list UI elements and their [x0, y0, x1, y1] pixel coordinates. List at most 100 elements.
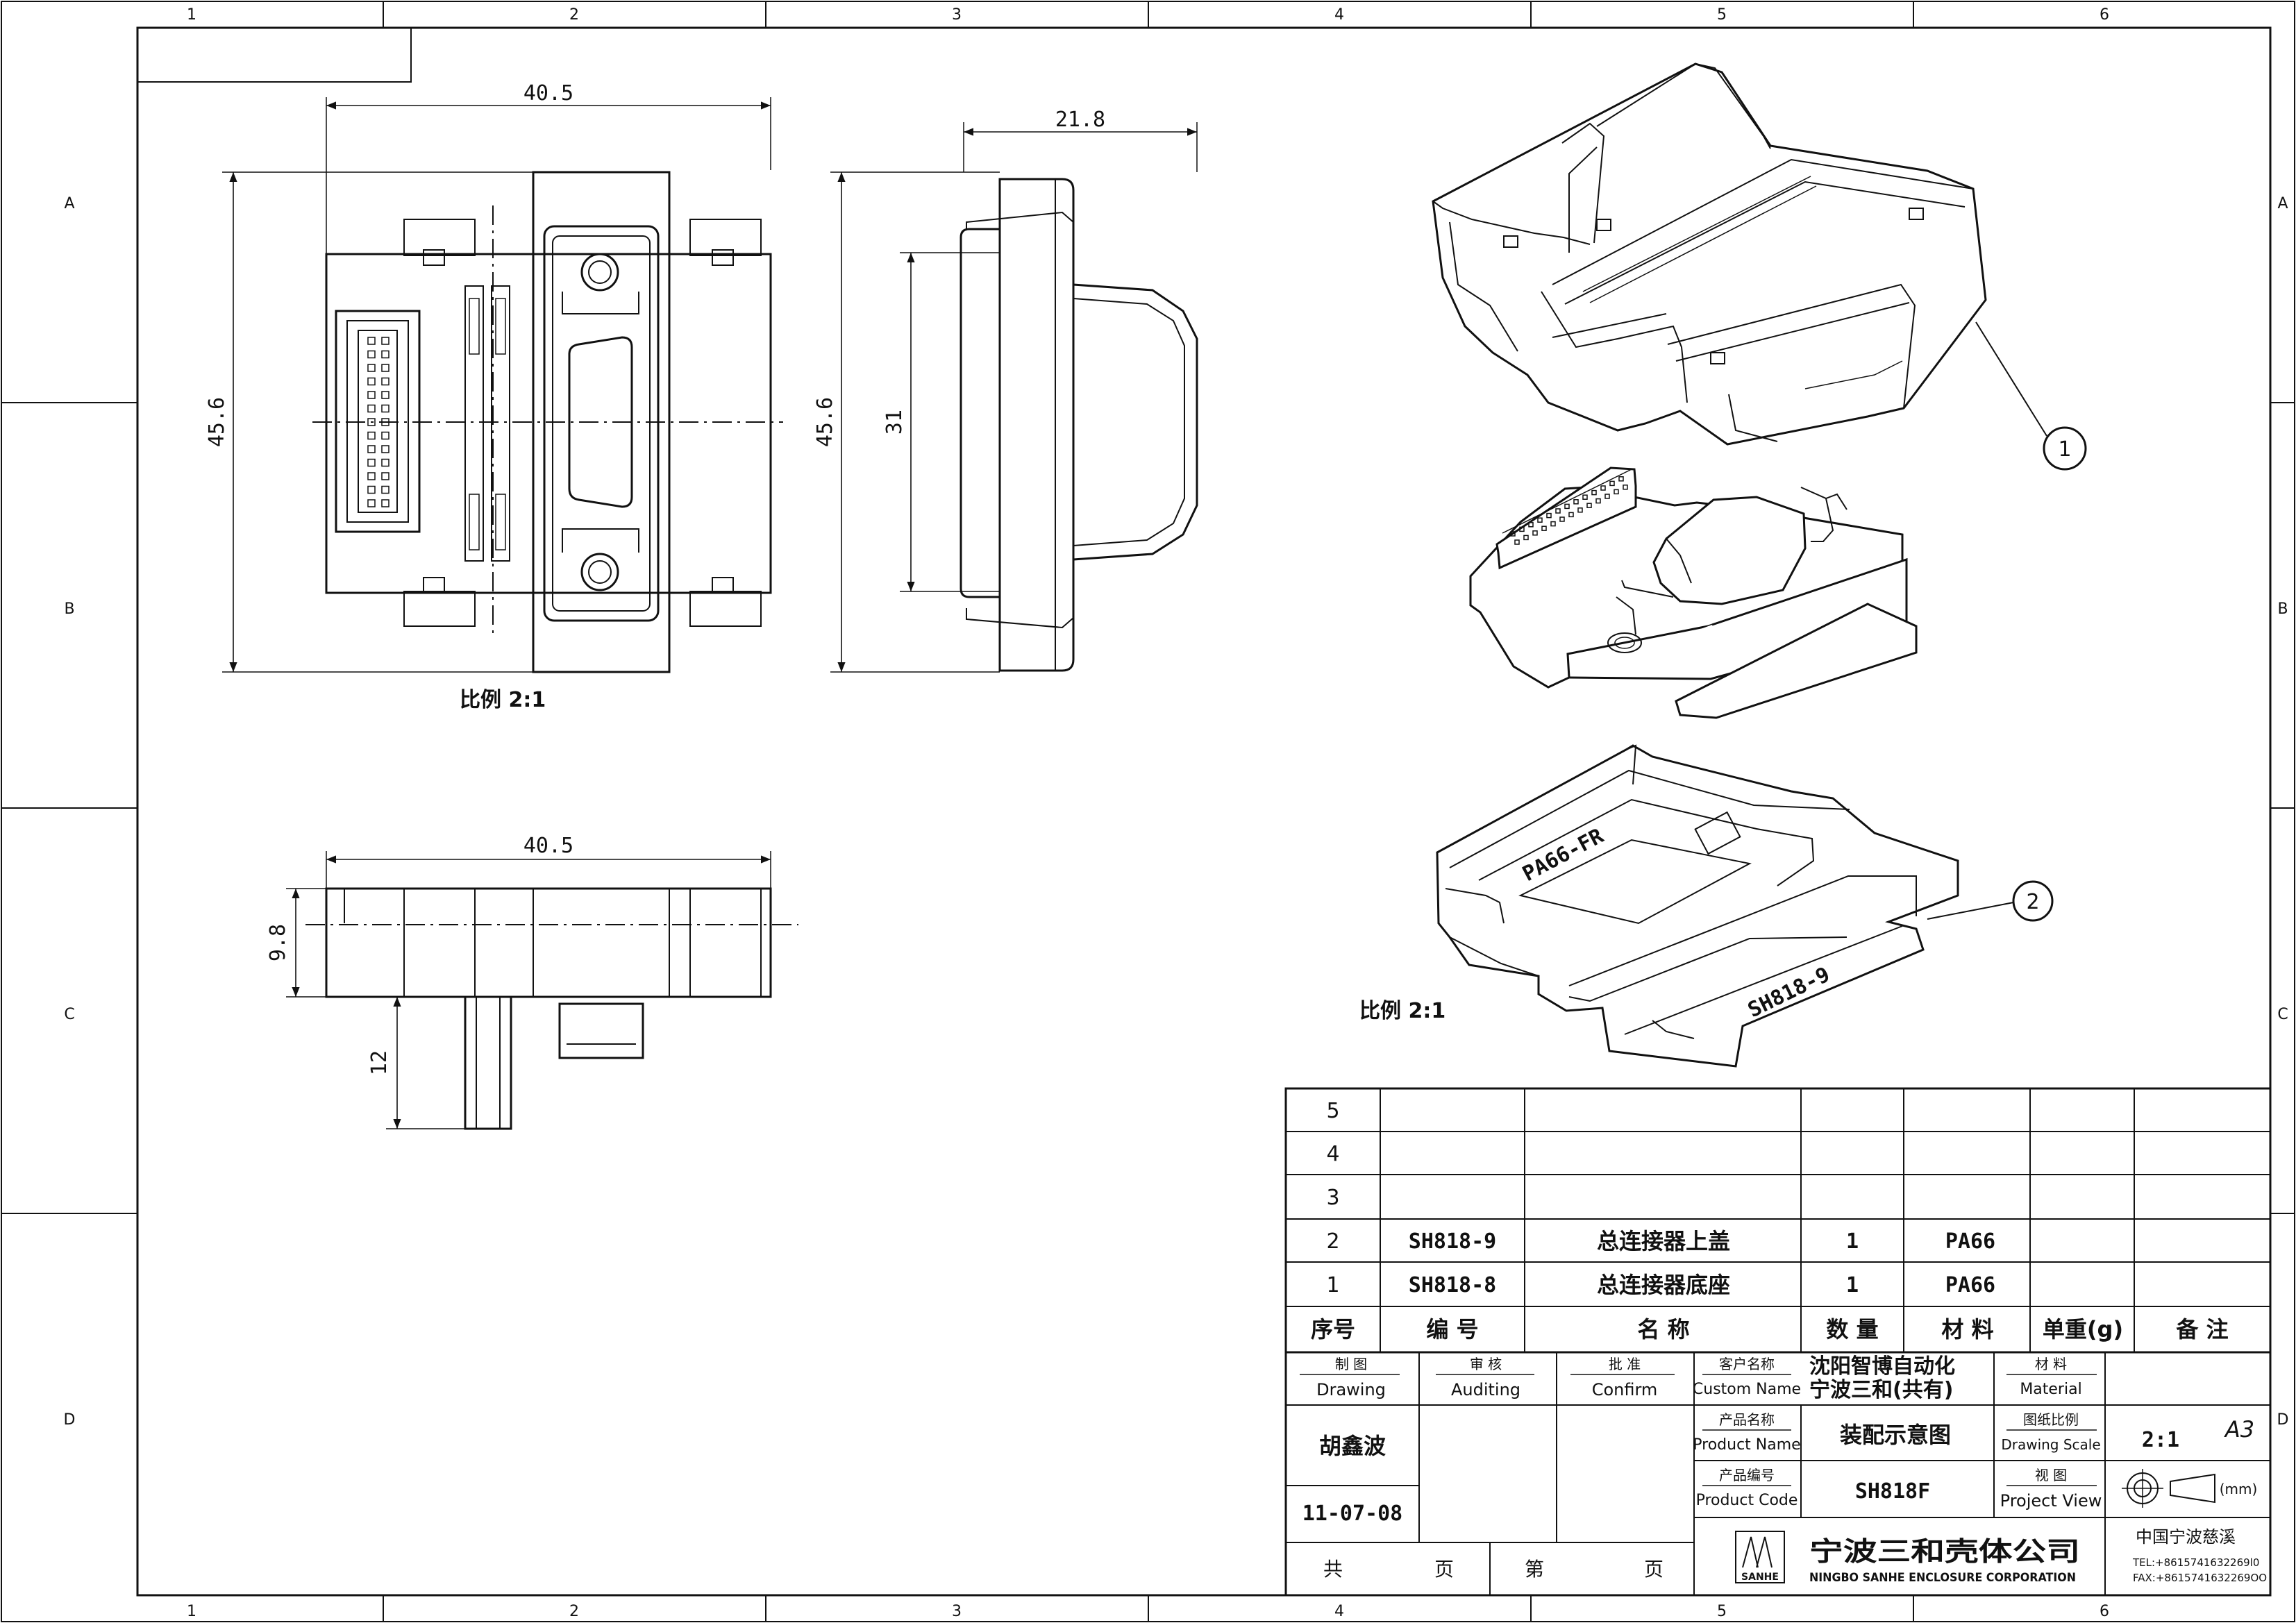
- pcb-pin: [1577, 507, 1583, 513]
- bom-row-1-name: 总连接器底座: [1597, 1272, 1730, 1298]
- tb-product-code-label-cn: 产品编号: [1719, 1467, 1775, 1483]
- tb-product-name-label-en: Product Name: [1693, 1436, 1800, 1454]
- tb-view-label-cn: 视 图: [2035, 1467, 2067, 1483]
- bom-header-weight: 单重(g): [2043, 1316, 2123, 1343]
- tb-customer-line-2: 宁波三和(共有): [1809, 1378, 1953, 1402]
- tb-confirm-cn: 批 准: [1609, 1356, 1641, 1372]
- tb-product-name: 装配示意图: [1840, 1422, 1951, 1448]
- pcb-pin: [1523, 535, 1529, 541]
- bom-table: 5 4 3 2 SH818-9 总连接器上盖 1 PA66 1 SH818-8 …: [1284, 1087, 2272, 1354]
- title-block: 制 图 Drawing 审 核 Auditing 批 准 Confirm 胡鑫波…: [1284, 1351, 2272, 1597]
- pcb-pin: [1559, 516, 1565, 522]
- pcb-pin: [1537, 517, 1543, 523]
- bom-row-2-no: 2: [1326, 1229, 1339, 1254]
- tb-page-no: 第: [1525, 1558, 1544, 1581]
- header-pin: [367, 499, 376, 507]
- callout-2-circle: [2012, 880, 2054, 922]
- header-pin: [381, 391, 389, 399]
- exploded-view: PA66-FR SH818-9 1 2 比例 2:1: [1359, 62, 2087, 1068]
- pcb-pin: [1582, 494, 1588, 500]
- pcb-pin: [1586, 503, 1592, 508]
- header-pin: [381, 431, 389, 440]
- bom-row-2-qty: 1: [1846, 1229, 1859, 1254]
- zone-col-1-bottom: 1: [187, 1603, 196, 1620]
- zone-col-6-top: 6: [2100, 6, 2109, 24]
- sanhe-logo: SANHE: [1735, 1531, 1785, 1583]
- header-pin: [381, 350, 389, 359]
- bottom-pin-dim: 12: [367, 1050, 392, 1075]
- pcb-pin: [1600, 485, 1606, 491]
- zone-row-a-left: A: [64, 195, 74, 212]
- pcb-pin: [1546, 512, 1552, 519]
- sanhe-logo-text: SANHE: [1741, 1572, 1779, 1583]
- zone-col-6-bottom: 6: [2100, 1603, 2109, 1620]
- zone-col-4-top: 4: [1334, 6, 1344, 24]
- tb-company-cn: 宁波三和壳体公司: [1809, 1536, 2080, 1567]
- pcb-pin: [1532, 530, 1538, 536]
- bom-row-5-no: 5: [1326, 1099, 1339, 1123]
- tb-page-word-2: 页: [1644, 1558, 1664, 1581]
- zone-col-2-bottom: 2: [569, 1603, 579, 1620]
- bom-row-2-name: 总连接器上盖: [1597, 1228, 1730, 1254]
- bottom-width-dim: 40.5: [523, 834, 573, 858]
- tb-unit: (mm): [2220, 1481, 2258, 1497]
- front-view: 40.5 45.6: [205, 81, 783, 712]
- bom-row-1-material: PA66: [1945, 1273, 1995, 1297]
- zone-row-d-left: D: [64, 1411, 76, 1429]
- tb-product-code-label-en: Product Code: [1696, 1492, 1798, 1509]
- zone-col-3-top: 3: [952, 6, 962, 24]
- tb-scale-label-en: Drawing Scale: [2001, 1436, 2100, 1453]
- bom-row-1-code: SH818-8: [1409, 1273, 1496, 1297]
- bom-row-2-code: SH818-9: [1409, 1229, 1496, 1254]
- tb-fax: FAX:+8615741632269OO: [2133, 1572, 2267, 1584]
- tb-auditing-cn: 审 核: [1470, 1356, 1502, 1372]
- pcb-pin: [1604, 494, 1610, 499]
- bottom-view: 40.5 9.8 12: [266, 834, 798, 1130]
- callout-1-label: 1: [2058, 437, 2071, 462]
- zone-col-2-top: 2: [569, 6, 579, 24]
- bom-header-material: 材 料: [1941, 1316, 1993, 1343]
- tb-customer-line-1: 沈阳智博自动化: [1809, 1354, 1955, 1379]
- pcb-pin: [1555, 508, 1561, 514]
- pcb-pin: [1510, 531, 1516, 537]
- header-pin: [367, 391, 376, 399]
- tb-confirm-en: Confirm: [1592, 1380, 1658, 1399]
- callout-2-label: 2: [2026, 890, 2039, 914]
- tb-drawing-en: Drawing: [1316, 1380, 1386, 1399]
- tb-customer-label-en: Custom Name: [1693, 1381, 1801, 1398]
- header-pin: [367, 485, 376, 494]
- projection-symbol-icon: [2122, 1469, 2215, 1508]
- front-width-dim: 40.5: [523, 81, 573, 106]
- pcb-pin: [1550, 521, 1556, 527]
- tb-page-word-1: 页: [1434, 1558, 1454, 1581]
- header-pin: [367, 458, 376, 467]
- zone-col-5-top: 5: [1717, 6, 1727, 24]
- bom-row-2-material: PA66: [1945, 1229, 1995, 1254]
- pcb-pin: [1614, 489, 1619, 495]
- pcb-pin: [1519, 526, 1525, 532]
- header-pin: [367, 350, 376, 359]
- zone-row-d-right: D: [2277, 1411, 2289, 1429]
- header-pin: [381, 485, 389, 494]
- tb-drafter-name: 胡鑫波: [1319, 1433, 1386, 1459]
- header-pin: [367, 418, 376, 426]
- bom-row-3-no: 3: [1326, 1186, 1339, 1210]
- zone-col-1-top: 1: [187, 6, 196, 24]
- tb-location: 中国宁波慈溪: [2136, 1527, 2236, 1547]
- pcb-pin: [1568, 512, 1574, 518]
- zone-col-3-bottom: 3: [952, 1603, 962, 1620]
- tb-page-total: 共: [1323, 1558, 1343, 1581]
- zone-row-c-right: C: [2277, 1006, 2288, 1023]
- pcb-pin: [1514, 539, 1520, 545]
- header-pin: [381, 404, 389, 413]
- side-height-dim: 45.6: [813, 397, 837, 447]
- tb-scale-label-cn: 图纸比例: [2023, 1411, 2079, 1428]
- tb-product-code: SH818F: [1855, 1479, 1930, 1504]
- bom-row-4-no: 4: [1326, 1142, 1339, 1166]
- pcb-pin: [1528, 522, 1534, 528]
- bom-row-1-no: 1: [1326, 1273, 1339, 1297]
- zone-row-b-left: B: [64, 600, 74, 618]
- header-pin: [381, 364, 389, 372]
